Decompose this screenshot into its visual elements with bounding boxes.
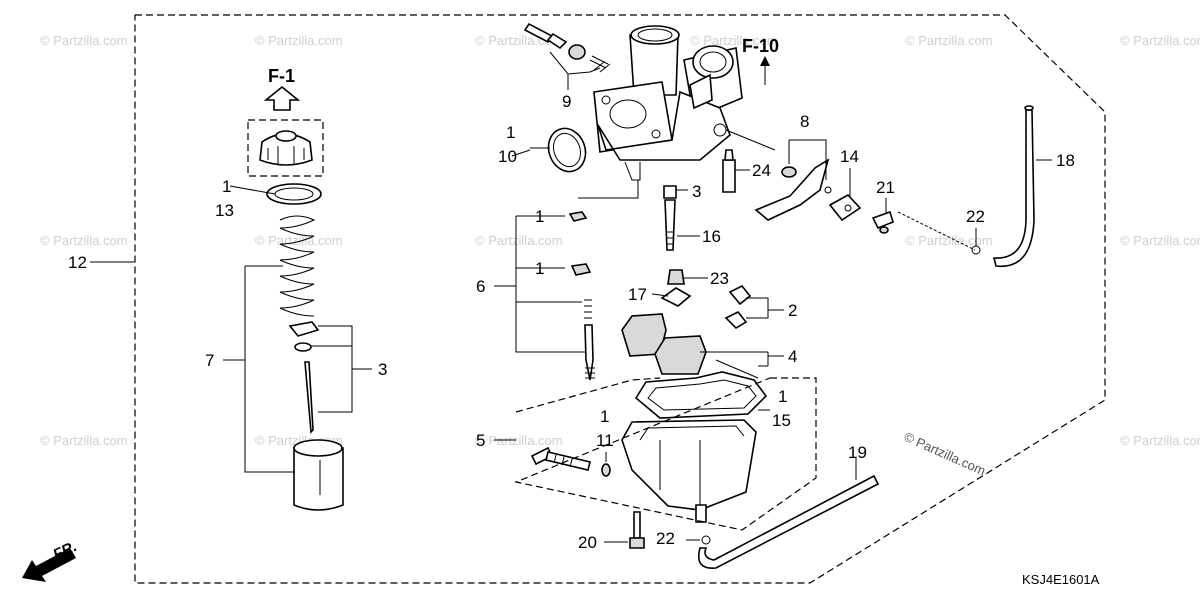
watermark: © Partzilla.com bbox=[690, 33, 778, 48]
throttle-bracket-8 bbox=[754, 158, 832, 221]
f10-reference: F-10 bbox=[742, 36, 779, 85]
watermark: © Partzilla.com bbox=[40, 233, 128, 248]
drain-tube-19 bbox=[697, 474, 880, 569]
throttle-spring bbox=[279, 215, 316, 317]
callout-10: 10 bbox=[498, 147, 517, 166]
leader-2 bbox=[746, 297, 784, 319]
leader-7 bbox=[223, 265, 295, 473]
callout-9: 9 bbox=[562, 92, 571, 111]
drain-screw bbox=[530, 446, 591, 471]
watermark: © Partzilla.com bbox=[1120, 233, 1200, 248]
diagram-code: KSJ4E1601A bbox=[1022, 572, 1100, 587]
leader-4 bbox=[700, 351, 784, 367]
main-jet-23 bbox=[667, 269, 685, 285]
callout-1: 1 bbox=[778, 387, 787, 406]
callout-22: 22 bbox=[656, 529, 675, 548]
callout-17: 17 bbox=[628, 285, 647, 304]
watermark: © Partzilla.com bbox=[1120, 433, 1200, 448]
cap-gasket-13 bbox=[266, 183, 322, 205]
callout-2: 2 bbox=[788, 301, 797, 320]
callout-1: 1 bbox=[535, 259, 544, 278]
callout-15: 15 bbox=[772, 411, 791, 430]
f1-label: F-1 bbox=[268, 66, 295, 86]
leader-8 bbox=[788, 139, 827, 180]
jet-needle bbox=[304, 361, 314, 434]
cable-holder-14 bbox=[828, 193, 862, 222]
leader-6 bbox=[494, 215, 586, 353]
callouts: 1 13 12 7 3 9 1 10 3 24 8 14 21 18 22 1 … bbox=[68, 92, 1075, 552]
callout-24: 24 bbox=[752, 161, 771, 180]
callout-14: 14 bbox=[840, 147, 859, 166]
throttle-valve bbox=[293, 439, 344, 511]
float-4 bbox=[621, 313, 759, 379]
watermark: © Partzilla.com bbox=[905, 33, 993, 48]
watermark: © Partzilla.com bbox=[40, 33, 128, 48]
f1-reference: F-1 bbox=[263, 66, 301, 111]
float-valve-2 bbox=[724, 284, 752, 330]
nut-1d bbox=[570, 263, 592, 276]
leader-13 bbox=[229, 185, 276, 195]
callout-3: 3 bbox=[378, 360, 387, 379]
fr-label: FR. bbox=[51, 538, 80, 564]
watermark: © Partzilla.com bbox=[475, 433, 563, 448]
cap-frame bbox=[247, 119, 324, 177]
choke-plunger-24 bbox=[722, 149, 736, 193]
needle-jet bbox=[663, 185, 677, 251]
o-ring-10 bbox=[547, 127, 587, 173]
callout-7: 7 bbox=[205, 351, 214, 370]
callout-22: 22 bbox=[966, 207, 985, 226]
callout-12: 12 bbox=[68, 253, 87, 272]
callout-1: 1 bbox=[222, 177, 231, 196]
watermark: © Partzilla.com bbox=[905, 233, 993, 248]
callout-1: 1 bbox=[535, 207, 544, 226]
callout-4: 4 bbox=[788, 347, 797, 366]
callout-1: 1 bbox=[600, 407, 609, 426]
callout-1: 1 bbox=[506, 123, 515, 142]
leader-3a bbox=[310, 325, 372, 413]
nut-1c bbox=[568, 211, 588, 222]
needle-clip bbox=[294, 342, 312, 352]
f10-arrow-icon bbox=[760, 56, 770, 66]
screw-21 bbox=[871, 210, 894, 234]
leader-9 bbox=[549, 51, 601, 90]
watermark: © Partzilla.com bbox=[475, 233, 563, 248]
watermark: © Partzilla.com bbox=[255, 33, 343, 48]
needle-holder bbox=[288, 321, 320, 337]
bowl-gasket-15 bbox=[634, 371, 768, 419]
pilot-screw-set bbox=[523, 22, 611, 73]
callout-20: 20 bbox=[578, 533, 597, 552]
outer-frame bbox=[134, 14, 1106, 584]
air-screw-assembly bbox=[584, 299, 595, 381]
front-direction-indicator: FR. bbox=[22, 538, 80, 582]
fr-arrow-icon bbox=[22, 548, 76, 582]
vent-tube-18 bbox=[992, 109, 1035, 268]
carburetor-body bbox=[593, 25, 776, 181]
carb-top-cap bbox=[259, 130, 313, 166]
f1-arrow-icon bbox=[263, 85, 301, 111]
callout-11: 11 bbox=[596, 431, 614, 450]
o-ring-11 bbox=[601, 463, 611, 477]
partzilla-watermark: © Partzilla.com bbox=[902, 429, 988, 478]
callout-3: 3 bbox=[692, 182, 701, 201]
callout-5: 5 bbox=[476, 431, 485, 450]
callout-19: 19 bbox=[848, 443, 867, 462]
slow-jet-17 bbox=[660, 287, 692, 307]
f10-label: F-10 bbox=[742, 36, 779, 56]
callout-21: 21 bbox=[876, 178, 895, 197]
callout-6: 6 bbox=[476, 277, 485, 296]
watermark: © Partzilla.com bbox=[255, 233, 343, 248]
callout-8: 8 bbox=[800, 112, 809, 131]
hose-clip-22b bbox=[701, 535, 711, 545]
watermark: © Partzilla.com bbox=[40, 433, 128, 448]
watermark: © Partzilla.com bbox=[1120, 33, 1200, 48]
callout-16: 16 bbox=[702, 227, 721, 246]
screw-20 bbox=[629, 511, 645, 549]
float-subframe bbox=[513, 377, 817, 531]
float-bowl bbox=[621, 419, 757, 523]
callout-18: 18 bbox=[1056, 151, 1075, 170]
callout-13: 13 bbox=[215, 201, 234, 220]
watermark-layer: © Partzilla.com © Partzilla.com © Partzi… bbox=[40, 33, 1200, 448]
callout-23: 23 bbox=[710, 269, 729, 288]
